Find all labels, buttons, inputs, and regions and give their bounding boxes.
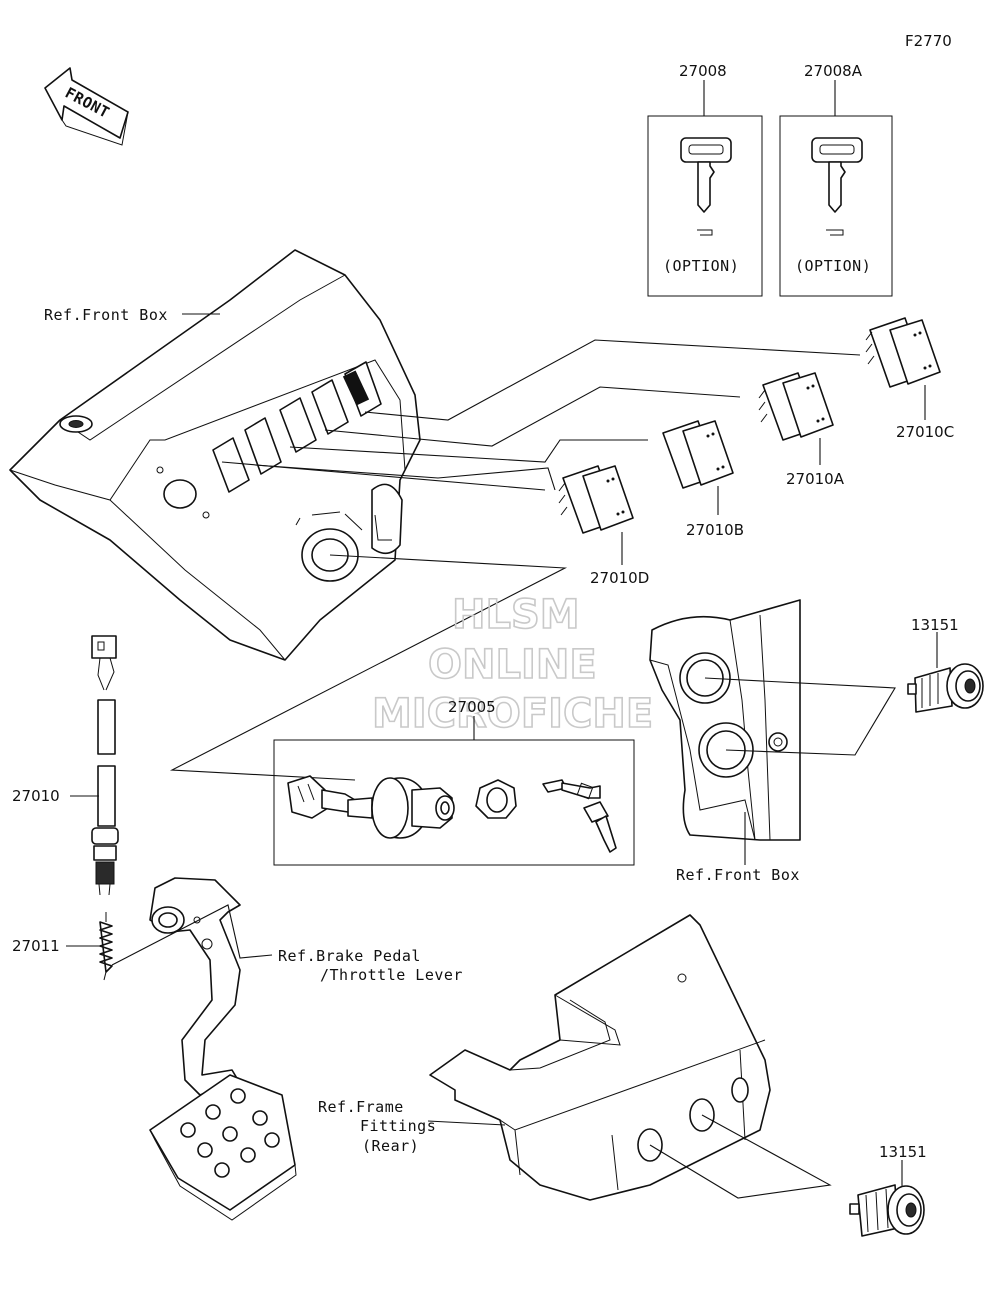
part-27010A-label: 27010A <box>786 470 845 488</box>
part-27010C-label: 27010C <box>896 423 954 441</box>
ref-frame-line1: Ref.Frame <box>318 1098 404 1116</box>
key-27008A-number: 27008A <box>804 62 863 80</box>
ignition-switch-27005 <box>273 716 635 866</box>
watermark: HLSM ONLINE MICROFICHE <box>371 591 654 738</box>
part-27005-label: 27005 <box>448 698 496 716</box>
key-27008: (OPTION) <box>647 80 763 297</box>
ignition-leader-line <box>169 554 568 781</box>
part-27010B-label: 27010B <box>686 521 744 539</box>
front-box-panel <box>9 249 421 661</box>
watermark-line1: HLSM <box>452 592 580 638</box>
ref-brake-pedal-line2: /Throttle Lever <box>320 966 463 984</box>
ref-front-box-right: Ref.Front Box <box>676 866 800 884</box>
part-13151-lower-label: 13151 <box>879 1143 927 1161</box>
ref-frame-line3: (Rear) <box>362 1137 419 1155</box>
part-13151-upper-label: 13151 <box>911 616 959 634</box>
part-27010D-label: 27010D <box>590 569 649 587</box>
key-27008-number: 27008 <box>679 62 727 80</box>
watermark-line3: MICROFICHE <box>372 691 653 737</box>
figure-code: F2770 <box>905 32 952 50</box>
ref-front-box-top: Ref.Front Box <box>44 306 168 324</box>
watermark-line2: ONLINE <box>428 642 597 688</box>
key-27008A: (OPTION) <box>779 80 893 297</box>
ref-frame-line2: Fittings <box>360 1117 436 1135</box>
part-27011-label: 27011 <box>12 937 60 955</box>
switch-leader-lines <box>221 339 861 491</box>
brake-pedal-leader <box>111 904 273 966</box>
rear-frame-fittings <box>429 914 771 1201</box>
socket-upper-leader <box>704 677 896 756</box>
part-27010-label: 27010 <box>12 787 60 805</box>
pedal-grip-holes <box>180 1088 280 1178</box>
key-27008A-note: (OPTION) <box>795 257 871 275</box>
key-27008-note: (OPTION) <box>663 257 739 275</box>
rocker-switch-27010A <box>758 372 834 465</box>
socket-13151-upper <box>907 632 984 713</box>
rocker-switch-27010B <box>662 420 734 515</box>
spring-27011 <box>99 912 113 981</box>
socket-lower-leader <box>649 1114 832 1199</box>
rocker-switch-27010D <box>558 465 634 565</box>
socket-13151-lower <box>849 1160 925 1237</box>
brake-pedal <box>149 877 297 1221</box>
front-arrow-icon: FRONT <box>44 67 129 146</box>
front-box-right-section <box>649 599 801 865</box>
rocker-switch-27010C <box>865 317 941 420</box>
brake-switch-27010 <box>91 635 119 896</box>
ref-brake-pedal-line1: Ref.Brake Pedal <box>278 947 421 965</box>
